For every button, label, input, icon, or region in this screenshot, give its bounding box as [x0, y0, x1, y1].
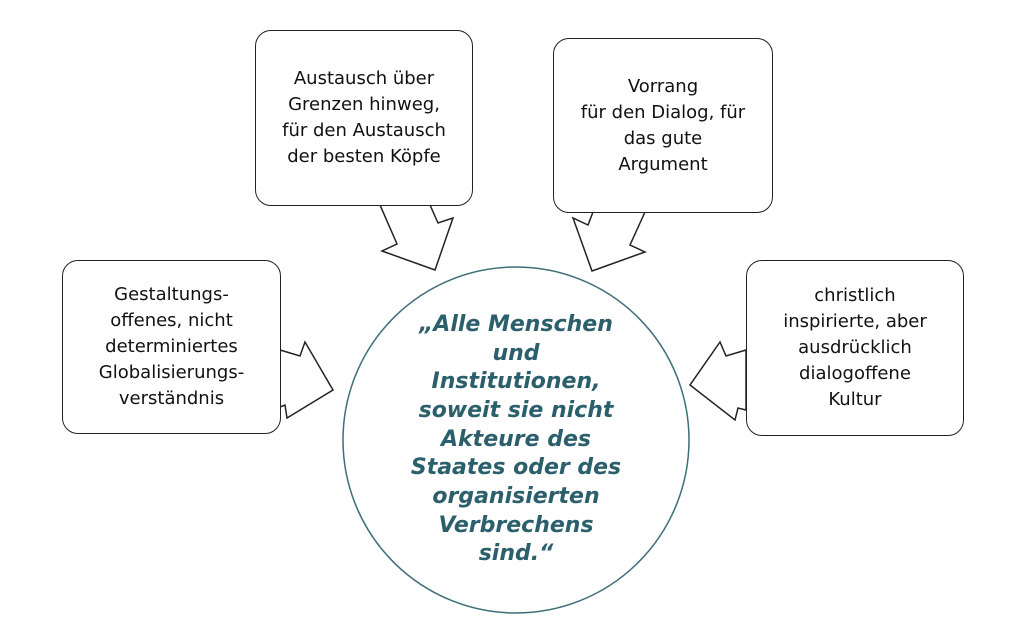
box-right: christlich inspirierte, aber ausdrücklic… [746, 260, 964, 436]
arrow-right [688, 340, 747, 422]
box-left-text: Gestaltungs- offenes, nicht determiniert… [98, 284, 245, 409]
box-top-right-text: Vorrang für den Dialog, für das gute Arg… [580, 75, 746, 175]
box-right-text: christlich inspirierte, aber ausdrücklic… [783, 285, 927, 410]
center-circle [342, 266, 690, 614]
box-top-right: Vorrang für den Dialog, für das gute Arg… [553, 38, 773, 213]
arrow-left [279, 340, 335, 420]
box-top-left-text: Austausch über Grenzen hinweg, für den A… [282, 68, 446, 167]
center-quote: „Alle Menschen und Institutionen, soweit… [343, 267, 689, 613]
box-left: Gestaltungs- offenes, nicht determiniert… [62, 260, 281, 434]
arrow-top-right [571, 211, 647, 272]
center-quote-text: „Alle Menschen und Institutionen, soweit… [410, 311, 622, 567]
box-top-left: Austausch über Grenzen hinweg, für den A… [255, 30, 473, 206]
arrow-top-left [378, 204, 455, 271]
